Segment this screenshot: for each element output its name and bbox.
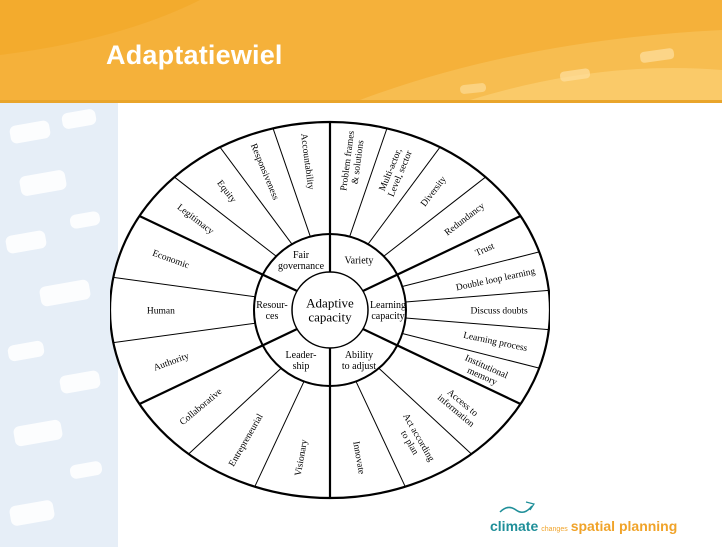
criterion-divider xyxy=(349,128,388,237)
criterion-divider xyxy=(402,333,540,369)
logo-wave-icon xyxy=(499,501,535,513)
side-decoration xyxy=(0,103,118,547)
header-rule xyxy=(0,100,722,103)
dimension-divider xyxy=(139,328,298,405)
criterion-divider xyxy=(367,146,441,245)
criterion-divider xyxy=(383,176,486,257)
criterion-divider xyxy=(405,289,549,303)
header-decoration xyxy=(0,0,722,100)
slide-title: Adaptatiewiel xyxy=(106,40,283,70)
criterion-divider xyxy=(113,276,256,298)
criterion-label: Human xyxy=(147,306,175,316)
dimension-divider xyxy=(362,215,521,292)
criterion-divider xyxy=(378,367,472,455)
logo-word-climate: climate xyxy=(490,518,539,534)
dimension-divider xyxy=(139,215,298,292)
criterion-divider xyxy=(405,317,549,331)
criterion-divider xyxy=(254,381,305,487)
criterion-divider xyxy=(272,128,311,237)
criterion-divider xyxy=(174,176,277,257)
criterion-divider xyxy=(402,251,540,287)
dimension-divider xyxy=(362,328,521,405)
dimension-label: Resour-ces xyxy=(256,300,287,322)
header-banner xyxy=(0,0,722,100)
criterion-divider xyxy=(113,322,256,344)
dimension-label: Leader-ship xyxy=(286,350,317,372)
logo-word-spatial-planning: spatial planning xyxy=(570,518,678,534)
criterion-divider xyxy=(355,381,406,487)
wheel-structure xyxy=(110,120,550,500)
criterion-divider xyxy=(219,146,293,245)
criterion-divider xyxy=(188,367,282,455)
dimension-label: Variety xyxy=(345,255,374,266)
criterion-label: Discuss doubts xyxy=(470,306,528,316)
logo-word-changes: changes xyxy=(541,526,568,533)
